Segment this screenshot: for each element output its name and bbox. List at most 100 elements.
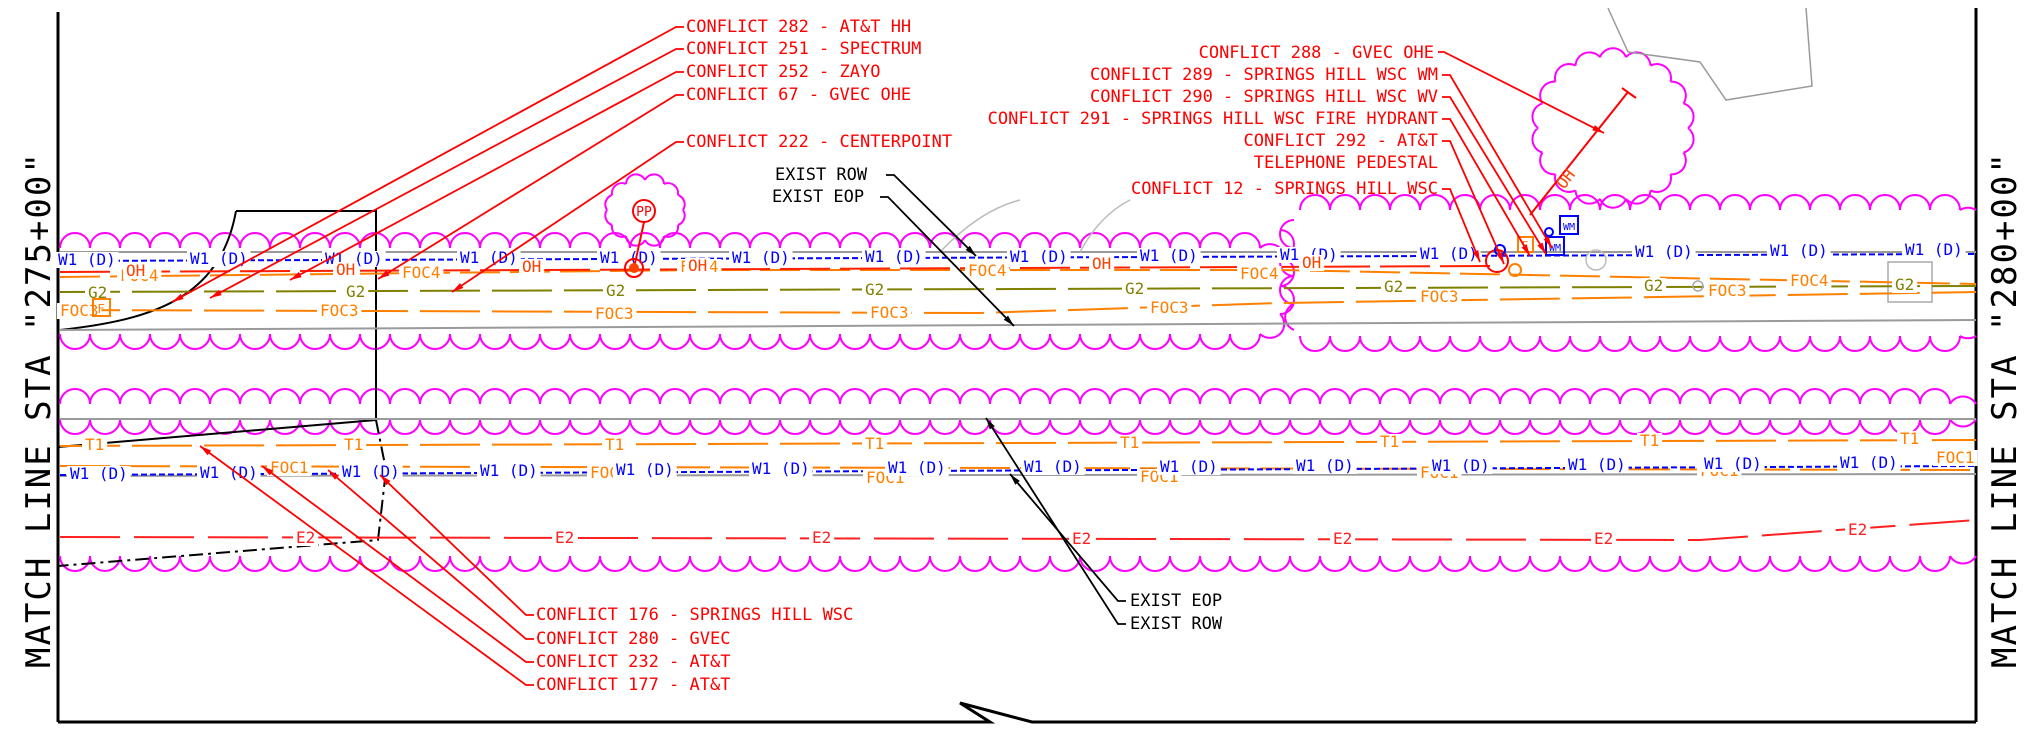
- callout-232: CONFLICT 232 - AT&T: [536, 652, 730, 672]
- water-line-label: W1 (D): [1296, 456, 1354, 475]
- t1-line-label: T1: [1380, 432, 1399, 451]
- t1-line-label: T1: [1640, 431, 1659, 450]
- water-line-label: W1 (D): [888, 458, 946, 477]
- water-line-label: W1 (D): [1568, 455, 1626, 474]
- callout-222: CONFLICT 222 - CENTERPOINT: [686, 132, 952, 152]
- water-line-label: W1 (D): [616, 460, 674, 479]
- line-label-mask: [1933, 450, 1978, 466]
- line-label-mask: [1787, 273, 1832, 289]
- svg-text:F: F: [97, 302, 104, 316]
- line-label-mask: [1767, 243, 1831, 259]
- water-line-label: W1 (D): [600, 248, 658, 267]
- water-line-label: W1 (D): [1160, 457, 1218, 476]
- water-line-label: W1 (D): [190, 249, 248, 268]
- gas-line-label: G2: [88, 283, 107, 302]
- pp-label: PP: [636, 205, 652, 220]
- leader-arrowhead: [328, 470, 339, 480]
- leader-line: [1442, 96, 1547, 255]
- line-label-mask: [1591, 531, 1617, 547]
- leader-line: [1442, 188, 1481, 263]
- line-label-mask: [85, 285, 111, 301]
- line-label-mask: [1705, 283, 1750, 299]
- line-label-mask: [82, 437, 108, 453]
- revision-cloud-top-left: [59, 229, 1295, 350]
- leader-line: [1009, 473, 1126, 602]
- parcel-dashdot: [57, 419, 388, 567]
- line-label-mask: [519, 259, 545, 275]
- leader-line: [209, 48, 684, 299]
- leader-arrowhead: [1543, 236, 1552, 248]
- line-label-mask: [1381, 279, 1407, 295]
- leader-line: [199, 445, 534, 686]
- callout-289: CONFLICT 289 - SPRINGS HILL WSC WM: [1090, 65, 1438, 85]
- leader-line: [1442, 118, 1531, 257]
- line-label-mask: [885, 460, 949, 476]
- line-label-mask: [477, 463, 541, 479]
- line-label-mask: [1137, 248, 1201, 264]
- water-line-label: W1 (D): [200, 463, 258, 482]
- leader-arrowhead: [172, 293, 184, 302]
- revision-clouds: [59, 47, 1977, 572]
- line-label-mask: [1845, 522, 1871, 538]
- leader-arrowhead: [452, 283, 464, 292]
- foc1-line-label: FOC1: [270, 458, 309, 477]
- gas-line-label: G2: [1384, 277, 1403, 296]
- leader-lines: [171, 26, 1605, 686]
- line-label-mask: [1897, 431, 1923, 447]
- match-line-right-label: MATCH LINE STA "280+00": [1985, 151, 2024, 668]
- line-label-mask: [1330, 531, 1356, 547]
- water-line-label: W1 (D): [1432, 456, 1490, 475]
- line-label-mask: [867, 305, 912, 321]
- t1-line-label: T1: [1900, 429, 1919, 448]
- t1-line-label: T1: [85, 435, 104, 454]
- line-label-mask: [197, 465, 261, 481]
- leader-line: [261, 465, 534, 663]
- foc3-line-label: FOC3: [595, 304, 634, 323]
- water-line-label: W1 (D): [1420, 244, 1478, 263]
- leader-line: [1438, 51, 1605, 134]
- line-label-mask: [317, 303, 362, 319]
- callout-291: CONFLICT 291 - SPRINGS HILL WSC FIRE HYD…: [988, 109, 1438, 129]
- oh-line-label: OH: [336, 260, 355, 279]
- e2-line-label: E2: [812, 528, 831, 547]
- conflict-callouts-top-left: CONFLICT 282 - AT&T HH CONFLICT 251 - SP…: [686, 17, 952, 152]
- line-label-mask: [613, 462, 677, 478]
- foc4-line-label: FOC4: [1790, 271, 1829, 290]
- line-label-mask: [1237, 266, 1282, 282]
- line-label-mask: [862, 249, 926, 265]
- callout-282: CONFLICT 282 - AT&T HH: [686, 17, 911, 37]
- foc3-line: [59, 291, 1977, 315]
- line-label-mask: [1902, 242, 1966, 258]
- leader-arrowhead: [986, 418, 995, 430]
- line-label-mask: [1157, 459, 1221, 475]
- callout-176: CONFLICT 176 - SPRINGS HILL WSC: [536, 605, 853, 625]
- leader-arrowhead: [1521, 244, 1530, 256]
- leader-arrowhead: [1537, 242, 1546, 254]
- line-label-mask: [862, 282, 888, 298]
- e2-line-label: E2: [1848, 520, 1867, 539]
- line-label-mask: [1565, 457, 1629, 473]
- leader-arrowhead: [1592, 125, 1604, 133]
- exist-eop-bottom-label: EXIST EOP: [1130, 591, 1222, 611]
- conflict-callouts-top-right: CONFLICT 288 - GVEC OHE CONFLICT 289 - S…: [988, 43, 1438, 199]
- line-label-mask: [552, 530, 578, 546]
- leader-arrowhead: [1010, 474, 1020, 485]
- foc3-line-label: FOC3: [1708, 281, 1747, 300]
- water-line-label: W1 (D): [460, 248, 518, 267]
- callout-290: CONFLICT 290 - SPRINGS HILL WSC WV: [1090, 87, 1438, 107]
- t1-line-label: T1: [344, 435, 363, 454]
- t1-line-label: T1: [605, 435, 624, 454]
- utility-line-labels: W1 (D) W1 (D) W1 (D) W1 (D) W1 (D) W1 (D) W1 (…: [55, 240, 1978, 548]
- line-label-mask: [1089, 256, 1115, 272]
- water-line-label: W1 (D): [1905, 240, 1963, 259]
- foc3-line-label: FOC3: [60, 301, 99, 320]
- fiber-handhole-symbol-left: F: [92, 298, 111, 317]
- building-outline: [1607, 7, 1813, 101]
- leader-line: [880, 196, 1015, 327]
- line-label-mask: [1429, 458, 1493, 474]
- leader-arrowhead: [378, 270, 390, 279]
- leader-line: [1442, 74, 1553, 249]
- water-line-label: W1 (D): [865, 247, 923, 266]
- foc4-line-label: FOC4: [1240, 264, 1279, 283]
